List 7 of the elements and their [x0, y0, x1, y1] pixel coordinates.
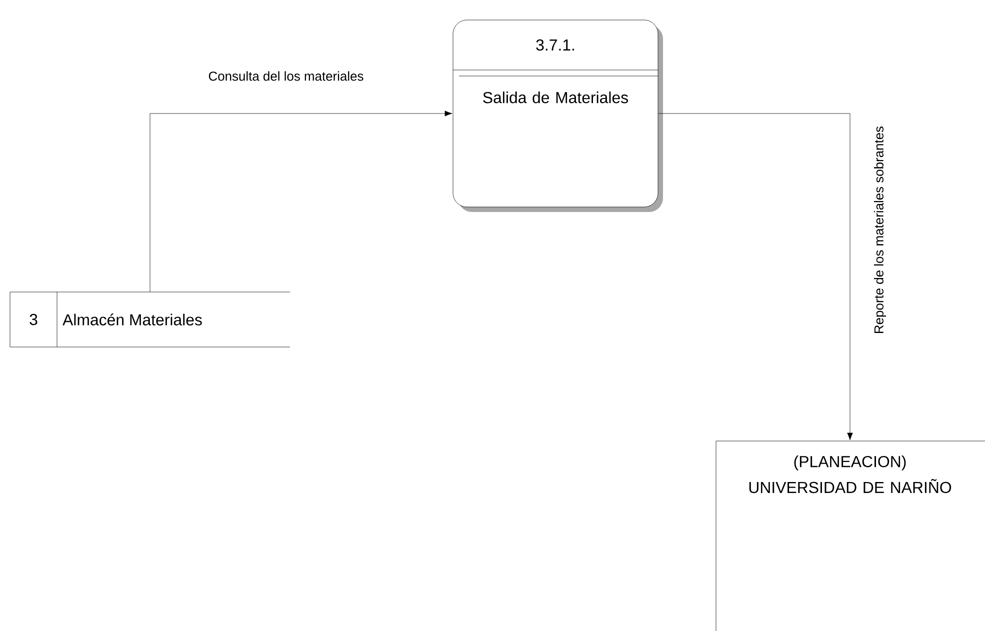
arrow — [150, 110, 452, 292]
edge-label: Consulta del los materiales — [207, 70, 365, 82]
arrow — [658, 113, 853, 440]
data-store: 3 Almacén Materiales — [10, 292, 290, 348]
edge-label: Reporte de los materiales sobrantes — [872, 124, 888, 336]
process-box: 3.7.1. Salida de Materiales — [452, 20, 663, 212]
external-entity: (PLANEACION) UNIVERSIDAD DE NARIÑO — [716, 440, 985, 631]
